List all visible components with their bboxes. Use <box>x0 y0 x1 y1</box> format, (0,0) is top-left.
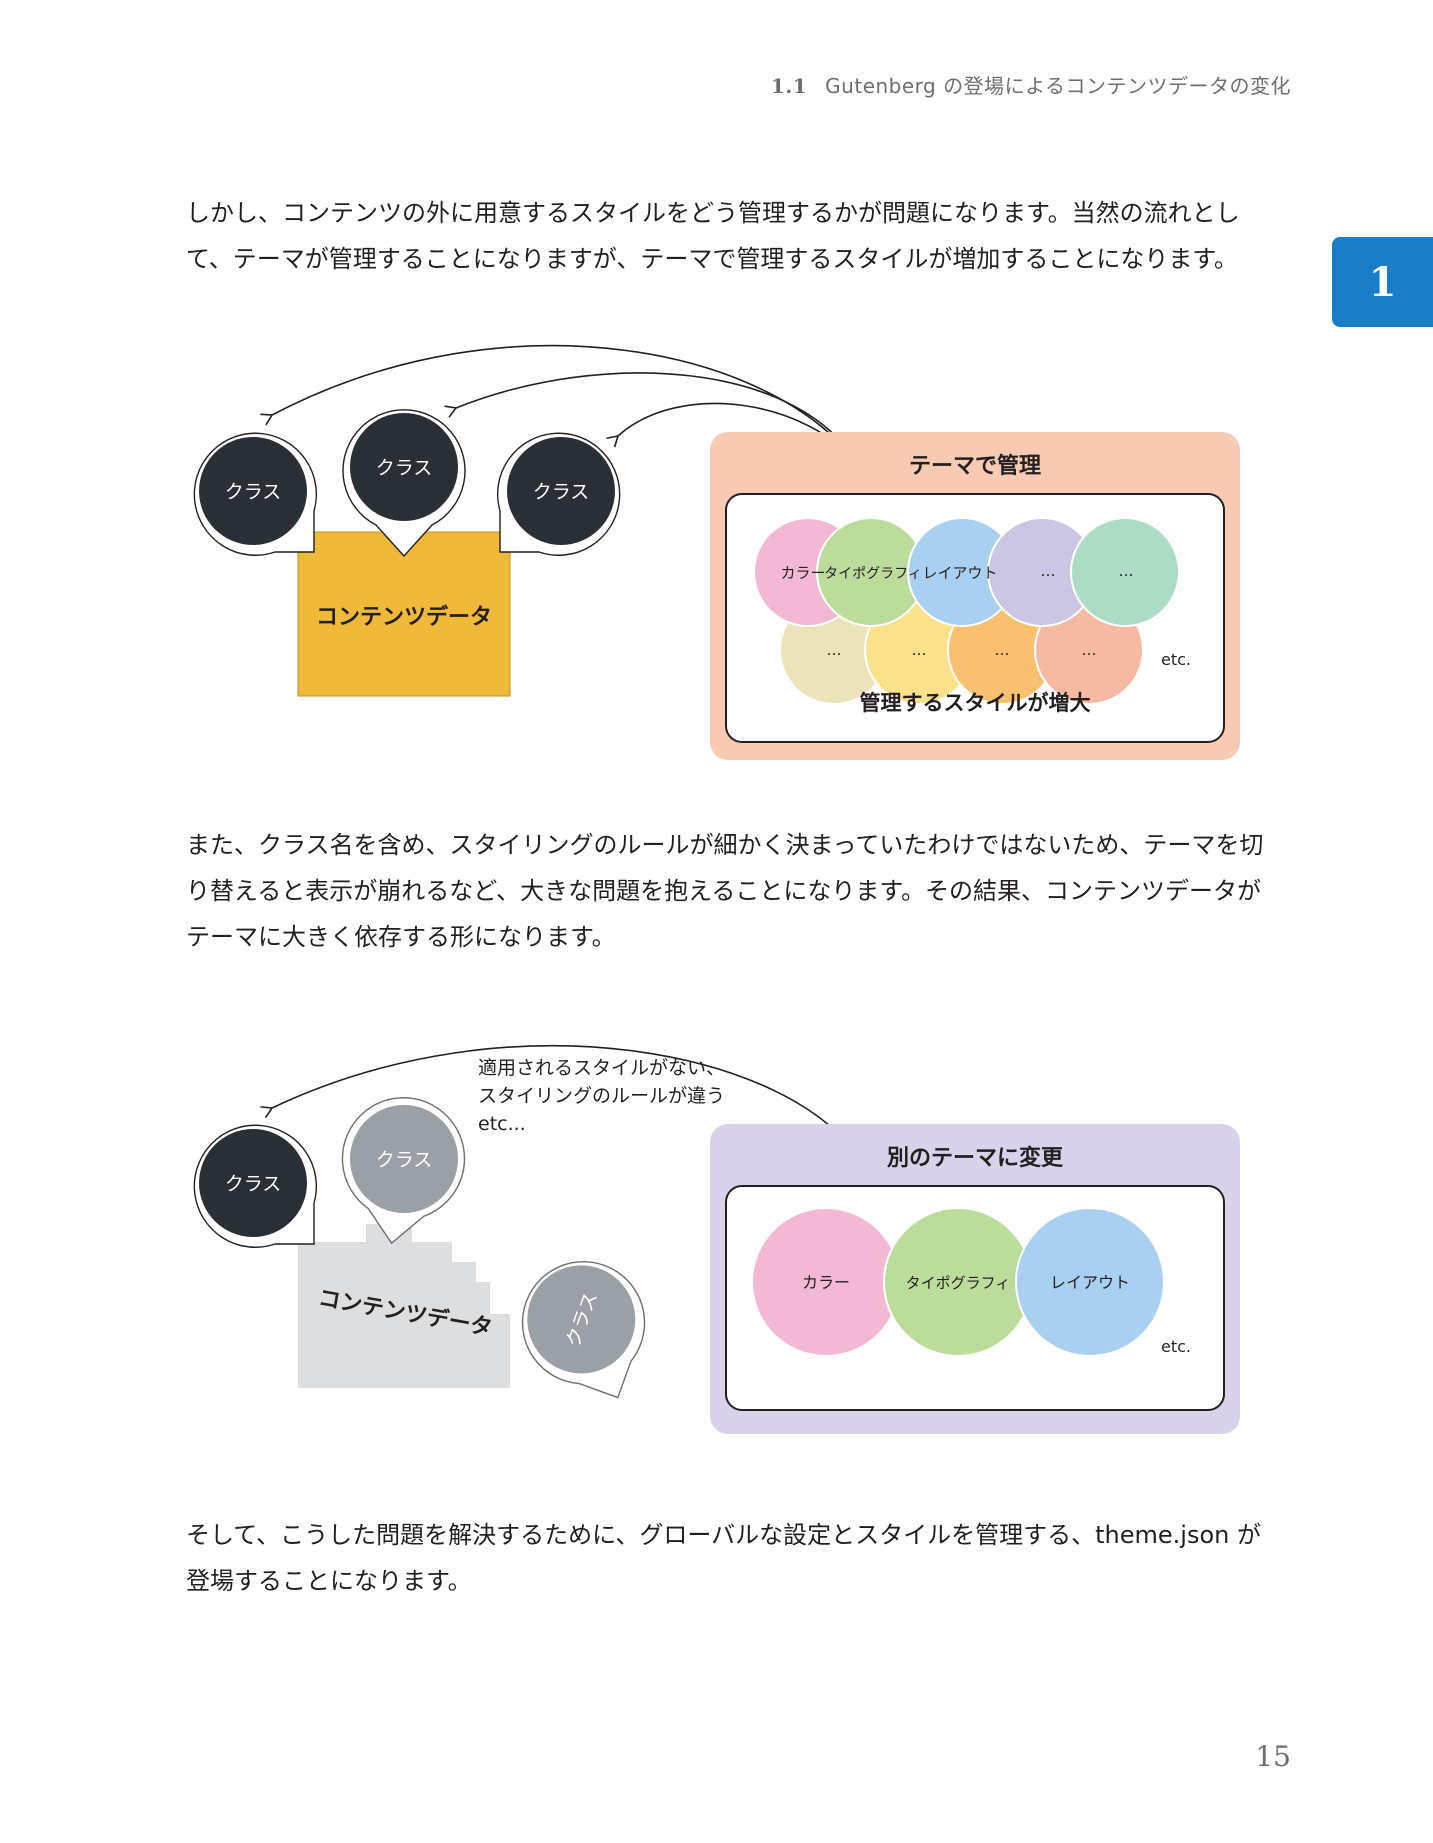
note-line-1: 適用されるスタイルがない、 <box>478 1057 725 1079</box>
paragraph-1: しかし、コンテンツの外に用意するスタイルをどう管理するかが問題になります。当然の… <box>186 199 1240 273</box>
class-bubble-left-2: クラス <box>193 1124 317 1248</box>
class-bubble-right: クラス <box>497 432 621 556</box>
class-label-center-faded: クラス <box>376 1149 433 1171</box>
class-bubble-left: クラス <box>193 432 317 556</box>
style-label-bottom-2: … <box>912 641 927 659</box>
arrow-to-left-class <box>260 344 861 469</box>
page-number: 15 <box>1255 1740 1291 1773</box>
running-head: 1.1 Gutenberg の登場によるコンテンツデータの変化 <box>771 70 1291 99</box>
style-label-layout: レイアウト <box>922 564 997 582</box>
style-label-layout-2: レイアウト <box>1050 1273 1130 1292</box>
style-label-color-2: カラー <box>802 1273 850 1292</box>
style-circle-more-2 <box>1070 517 1180 627</box>
chapter-tab[interactable]: 1 <box>1332 237 1433 327</box>
style-label-bottom-1: … <box>827 641 842 659</box>
figure-theme-switch: コンテンツデータ クラス クラス クラス 適用されるスタイルがない、 スタイリン… <box>180 1020 1260 1440</box>
section-title: Gutenberg の登場によるコンテンツデータの変化 <box>825 74 1291 98</box>
figure-2-svg: コンテンツデータ クラス クラス クラス 適用されるスタイルがない、 スタイリン… <box>193 1045 1240 1434</box>
style-label-typography-2: タイポグラフィ <box>906 1274 1011 1292</box>
content-data-box <box>297 531 511 697</box>
style-label-bottom-4: … <box>1082 641 1097 659</box>
arrow-to-center-class <box>444 372 861 469</box>
theme-panel-title: テーマで管理 <box>909 453 1041 479</box>
arrow-to-class-2 <box>260 1045 861 1161</box>
note-line-3: etc... <box>478 1113 526 1135</box>
paragraph-2: また、クラス名を含め、スタイリングのルールが細かく決まっていたわけではないため、… <box>186 831 1264 951</box>
paragraph-3: そして、こうした問題を解決するために、グローバルな設定とスタイルを管理する、th… <box>186 1521 1261 1595</box>
figure-1-svg: コンテンツデータ クラス クラス クラス テーマで管理 … … … … カラー … <box>193 344 1240 760</box>
class-label-left-2: クラス <box>225 1173 282 1195</box>
new-theme-panel-title: 別のテーマに変更 <box>887 1145 1064 1171</box>
style-circle-layout-2 <box>1015 1207 1165 1357</box>
style-label-color: カラー <box>780 564 825 582</box>
style-increase-caption: 管理するスタイルが増大 <box>860 691 1091 715</box>
class-bubble-right-faded: クラス <box>521 1261 646 1399</box>
etc-label: etc. <box>1161 650 1191 669</box>
etc-label-2: etc. <box>1161 1337 1191 1356</box>
style-label-bottom-3: … <box>995 641 1010 659</box>
class-bubble-center-faded: クラス <box>341 1097 466 1245</box>
class-bubble-center: クラス <box>342 409 466 558</box>
class-label-right: クラス <box>533 481 590 503</box>
class-label-left: クラス <box>225 481 282 503</box>
section-number: 1.1 <box>770 74 808 98</box>
content-data-label: コンテンツデータ <box>316 604 492 630</box>
style-label-typography: タイポグラフィ <box>824 566 922 582</box>
class-label-center: クラス <box>376 457 433 479</box>
figure-theme-managed-styles: コンテンツデータ クラス クラス クラス テーマで管理 … … … … カラー … <box>180 320 1260 770</box>
style-label-more-2: … <box>1119 562 1134 580</box>
content-data-broken-shape <box>298 1224 510 1388</box>
style-label-more-1: … <box>1041 562 1056 580</box>
note-line-2: スタイリングのルールが違う <box>478 1085 725 1107</box>
